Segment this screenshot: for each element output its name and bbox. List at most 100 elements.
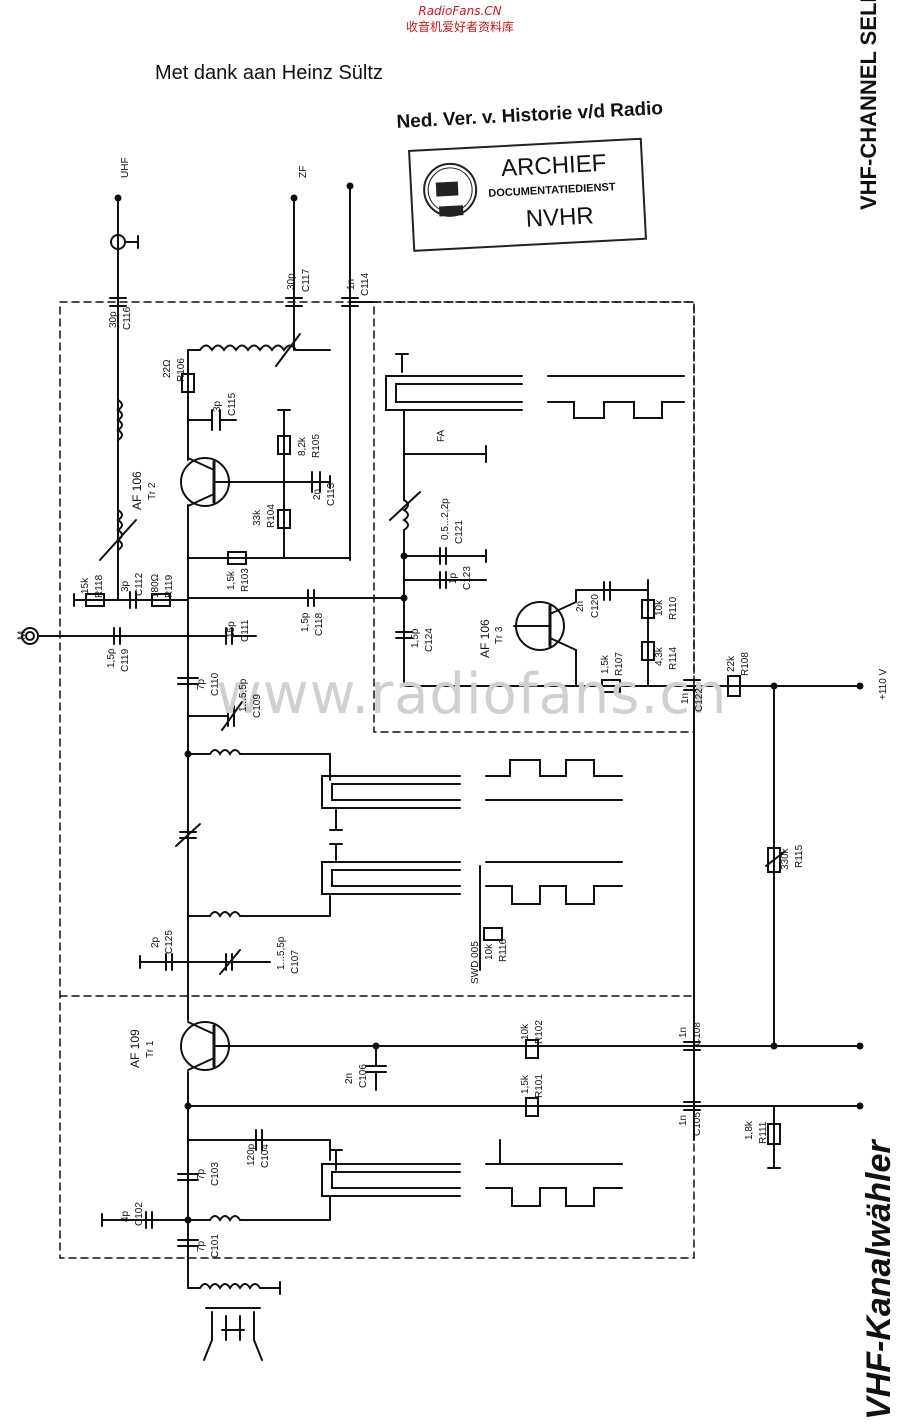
component-label: 1,5p (106, 648, 117, 668)
stamp-line-2: DOCUMENTATIEDIENST (488, 181, 616, 200)
component-label: R110 (668, 596, 679, 620)
component-label: C118 (314, 612, 325, 636)
component-label: AF 106 (130, 471, 144, 510)
component-label: R108 (740, 652, 751, 676)
component-label: C103 (210, 1162, 221, 1186)
resistor-r101 (525, 1097, 539, 1117)
shield-outline-main (59, 301, 695, 1259)
resistor-r105 (277, 435, 291, 455)
coil-antenna (199, 1283, 261, 1290)
component-label: +110 V (878, 668, 889, 700)
component-label: 1n (680, 692, 691, 704)
resistor-r103 (227, 551, 247, 565)
component-label: 1n (678, 1026, 689, 1038)
component-label: 330k (780, 848, 791, 870)
component-label: 3p (120, 580, 131, 592)
component-label: 4p (120, 1210, 131, 1222)
component-label: 30p (286, 273, 297, 290)
site-header: RadioFans.CN 收音机爱好者资料库 (0, 4, 920, 35)
resistor-r108 (727, 675, 741, 697)
shield-outline-oscillator (373, 301, 695, 733)
component-label: C115 (227, 392, 238, 416)
component-label: 22k (726, 655, 737, 672)
component-label: FA (436, 429, 447, 442)
stripline-osc (385, 375, 523, 411)
resistor-r114 (641, 641, 655, 661)
component-label: C109 (252, 694, 263, 718)
component-label: AF 106 (478, 619, 492, 658)
component-label: R105 (311, 434, 322, 458)
component-label: 4,3k (654, 647, 665, 666)
component-label: 1,5p (410, 628, 421, 648)
component-label: UHF (120, 157, 131, 178)
component-label: C101 (210, 1234, 221, 1258)
site-subtitle: 收音机爱好者资料库 (405, 20, 514, 34)
component-label: 1n (346, 278, 357, 290)
component-label: C121 (454, 520, 465, 544)
coil-l1 (209, 749, 241, 756)
component-label: C123 (462, 566, 473, 590)
resistor-r116 (483, 927, 503, 941)
resistor-r102 (525, 1039, 539, 1059)
component-label: C124 (424, 628, 435, 652)
component-label: C108 (692, 1022, 703, 1046)
component-label: 22Ω (162, 359, 173, 378)
component-label: C112 (134, 572, 145, 596)
component-label: 7p (196, 678, 207, 690)
resistor-r115 (767, 847, 781, 873)
component-label: 2n (575, 600, 586, 612)
component-label: C102 (134, 1202, 145, 1226)
component-label: R114 (668, 646, 679, 670)
resistor-r118 (85, 593, 105, 607)
component-label: Tr 3 (494, 626, 505, 644)
resistor-r104 (277, 509, 291, 529)
component-label: R106 (176, 358, 187, 382)
component-label: 2n (344, 1072, 355, 1084)
coil-l2 (209, 911, 241, 918)
component-label: R103 (240, 568, 251, 592)
title-german: VHF-Kanalwähler (860, 1140, 898, 1420)
component-label: C117 (301, 268, 312, 292)
component-label: 7p (196, 1240, 207, 1252)
component-label: 1,5p (300, 612, 311, 632)
component-label: 10k (654, 599, 665, 616)
component-label: 15p (226, 621, 237, 638)
component-label: C125 (164, 930, 175, 954)
resistor-r119 (151, 593, 171, 607)
component-label: C111 (240, 619, 251, 642)
component-label: R119 (164, 574, 175, 598)
component-label: AF 109 (128, 1029, 142, 1068)
component-label: Tr 2 (147, 482, 158, 500)
watermark: www.radiofans.cn (216, 662, 728, 727)
component-label: C116 (122, 306, 133, 330)
coil-input (209, 1215, 241, 1222)
component-label: 180Ω (150, 573, 161, 598)
component-label: Tr 1 (145, 1040, 156, 1058)
component-label: 2n (312, 488, 323, 500)
component-label: 30p (108, 311, 119, 328)
component-label: SWD 005 (470, 941, 481, 984)
title-english: VHF-CHANNEL SELECTOR (856, 0, 881, 210)
credit-line: Met dank aan Heinz Sültz (155, 62, 383, 84)
component-label: 2p (150, 936, 161, 948)
component-label: ZF (298, 165, 309, 178)
coil-uhf (116, 399, 123, 441)
component-label: 3p (212, 400, 223, 412)
component-label: C110 (210, 672, 221, 696)
coil-tr2-output (199, 344, 297, 352)
component-label: 1...5,5p (238, 678, 249, 712)
component-label: C104 (260, 1144, 271, 1168)
component-label: 10k (520, 1023, 531, 1040)
component-label: 10k (484, 943, 495, 960)
stamp-line-3: NVHR (525, 202, 595, 233)
stripline-3 (321, 1163, 461, 1197)
stamp-line-1: ARCHIEF (500, 149, 608, 183)
component-label: C120 (590, 594, 601, 618)
component-label: 0,5...2,2p (440, 498, 451, 540)
component-label: C119 (120, 648, 131, 672)
component-label: C105 (692, 1112, 703, 1136)
component-label: 15k (80, 577, 91, 594)
resistor-r111 (767, 1123, 781, 1145)
component-label: 8,2k (297, 437, 308, 456)
component-label: 1,5k (520, 1075, 531, 1094)
